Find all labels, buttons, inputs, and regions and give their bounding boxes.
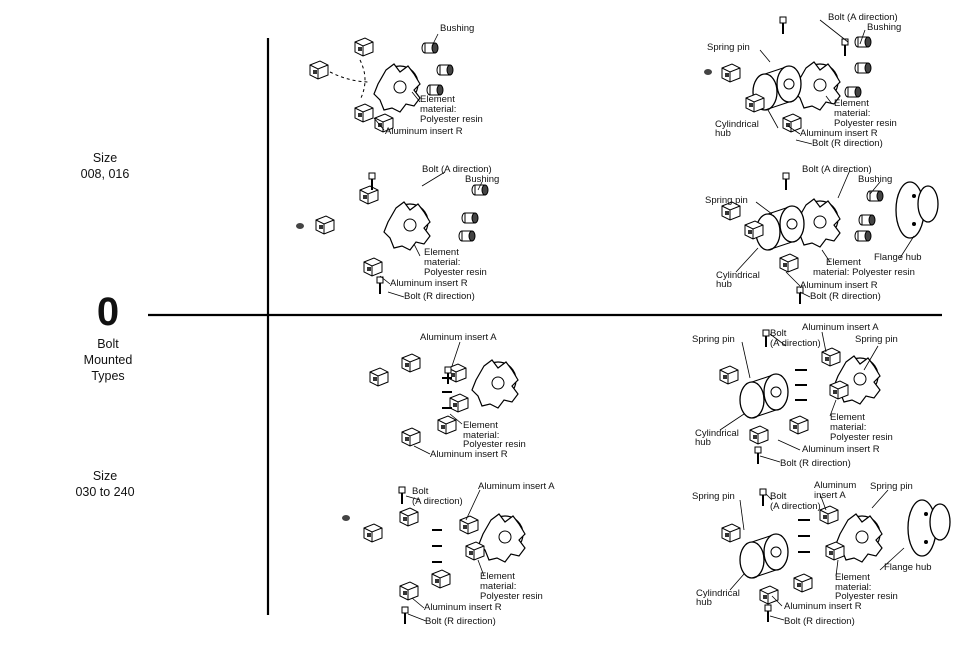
p3-element-label: Element [424, 247, 459, 258]
p4-insert-r-label: Aluminum insert R [800, 280, 878, 291]
p6-spring-pin-right-label: Spring pin [855, 334, 898, 345]
p3-bolt-a-label: Bolt (A direction) [422, 164, 492, 175]
p6-bolt-r-label: Bolt (R direction) [780, 458, 851, 469]
p4-element-label: Element [826, 257, 861, 268]
p8-element-label: Element [835, 572, 870, 583]
p2-element-label: Element [834, 98, 869, 109]
p6-bolt-label-1: Bolt [770, 328, 787, 339]
p8-cyl-label-1: Cylindrical [696, 588, 740, 599]
p4-material-resin-label: material: Polyester resin [813, 267, 915, 278]
p5-insert-a-label: Aluminum insert A [420, 332, 497, 343]
lower-size-title: Size [92, 469, 118, 483]
p7-insert-a-label: Aluminum insert A [478, 481, 555, 492]
p5-element-label: Element [463, 420, 498, 431]
p6-insert-a-label: Aluminum insert A [802, 322, 879, 333]
panel3-drawing [296, 172, 489, 295]
p6-cyl-label-2: hub [695, 437, 711, 448]
p3-resin-label: Polyester resin [424, 267, 487, 278]
p1-resin-label: Polyester resin [420, 114, 483, 125]
p3-material-label: material: [424, 257, 461, 268]
p1-insert-r-label: Aluminum insert R [385, 126, 463, 137]
p2-resin-label: Polyester resin [834, 118, 897, 129]
p2-cyl-label-2: hub [715, 128, 731, 139]
type-symbol: 0 [96, 290, 120, 334]
p8-insert-r-label: Aluminum insert R [784, 601, 862, 612]
p8-cyl-label-2: hub [696, 597, 712, 608]
p6-insert-r-label: Aluminum insert R [802, 444, 880, 455]
p8-spring-pin-right-label: Spring pin [870, 481, 913, 492]
panel7-drawing [342, 486, 526, 625]
upper-size-title: Size [92, 151, 118, 165]
p6-material-label: material: [830, 422, 867, 433]
p5-material-label: material: [463, 430, 500, 441]
p8-material-label: material: [835, 582, 872, 593]
leader-lines [373, 19, 915, 622]
p8-bolt-label-1: Bolt [770, 491, 787, 502]
p7-element-label: Element [480, 571, 515, 582]
upper-size-range: 008, 016 [80, 167, 130, 181]
panel8-drawing [721, 488, 951, 623]
p4-cyl-label-2: hub [716, 279, 732, 290]
p7-material-label: material: [480, 581, 517, 592]
p1-bushing-label: Bushing [440, 23, 475, 34]
p2-bushing-label: Bushing [867, 22, 902, 33]
p8-flange-hub-label: Flange hub [884, 562, 932, 573]
type-line-3: Types [91, 369, 125, 383]
p4-bolt-a-label: Bolt (A direction) [802, 164, 872, 175]
upper-size-group: Size 008, 016 [60, 150, 150, 182]
p6-cyl-label-1: Cylindrical [695, 428, 739, 439]
p6-spring-pin-left-label: Spring pin [692, 334, 735, 345]
p8-insert-a-label-2: insert A [814, 490, 846, 501]
lower-size-group: Size 030 to 240 [60, 468, 150, 500]
type-line-1: Bolt [97, 337, 119, 351]
p7-resin-label: Polyester resin [480, 591, 543, 602]
p7-bolt-r-label: Bolt (R direction) [425, 616, 496, 627]
p6-bolt-label-2: (A direction) [770, 338, 821, 349]
p7-insert-r-label: Aluminum insert R [424, 602, 502, 613]
panel6-drawing [719, 329, 881, 465]
panel1-drawing [309, 37, 454, 133]
p1-material-label: material: [420, 104, 457, 115]
lower-size-range: 030 to 240 [75, 485, 135, 499]
panel5-drawing [369, 353, 519, 447]
p2-bolt-r-label: Bolt (R direction) [812, 138, 883, 149]
p1-element-label: Element [420, 94, 455, 105]
p8-bolt-label-2: (A direction) [770, 501, 821, 512]
p4-flange-hub-label: Flange hub [874, 252, 922, 263]
p7-bolt-label-1: Bolt [412, 486, 429, 497]
p2-bolt-a-label: Bolt (A direction) [828, 12, 898, 23]
p8-insert-a-label-1: Aluminum [814, 480, 857, 491]
p6-resin-label: Polyester resin [830, 432, 893, 443]
p4-bushing-label: Bushing [858, 174, 893, 185]
type-line-2: Mounted [83, 353, 133, 367]
p3-insert-r-label: Aluminum insert R [390, 278, 468, 289]
p3-bolt-r-label: Bolt (R direction) [404, 291, 475, 302]
p2-material-label: material: [834, 108, 871, 119]
p6-element-label: Element [830, 412, 865, 423]
panel2-drawing [704, 16, 872, 133]
p7-bolt-label-2: (A direction) [412, 496, 463, 507]
p8-bolt-r-label: Bolt (R direction) [784, 616, 855, 627]
p2-cyl-label-1: Cylindrical [715, 119, 759, 130]
p5-resin-label: Polyester resin [463, 439, 526, 450]
p2-insert-r-label: Aluminum insert R [800, 128, 878, 139]
p4-cyl-label-1: Cylindrical [716, 270, 760, 281]
p4-spring-pin-label: Spring pin [705, 195, 748, 206]
p4-bolt-r-label: Bolt (R direction) [810, 291, 881, 302]
p8-spring-pin-label: Spring pin [692, 491, 735, 502]
p5-insert-r-label: Aluminum insert R [430, 449, 508, 460]
p2-spring-pin-label: Spring pin [707, 42, 750, 53]
p8-resin-label: Polyester resin [835, 591, 898, 602]
type-group: 0 Bolt Mounted Types [63, 290, 153, 384]
p3-bushing-label: Bushing [465, 174, 500, 185]
